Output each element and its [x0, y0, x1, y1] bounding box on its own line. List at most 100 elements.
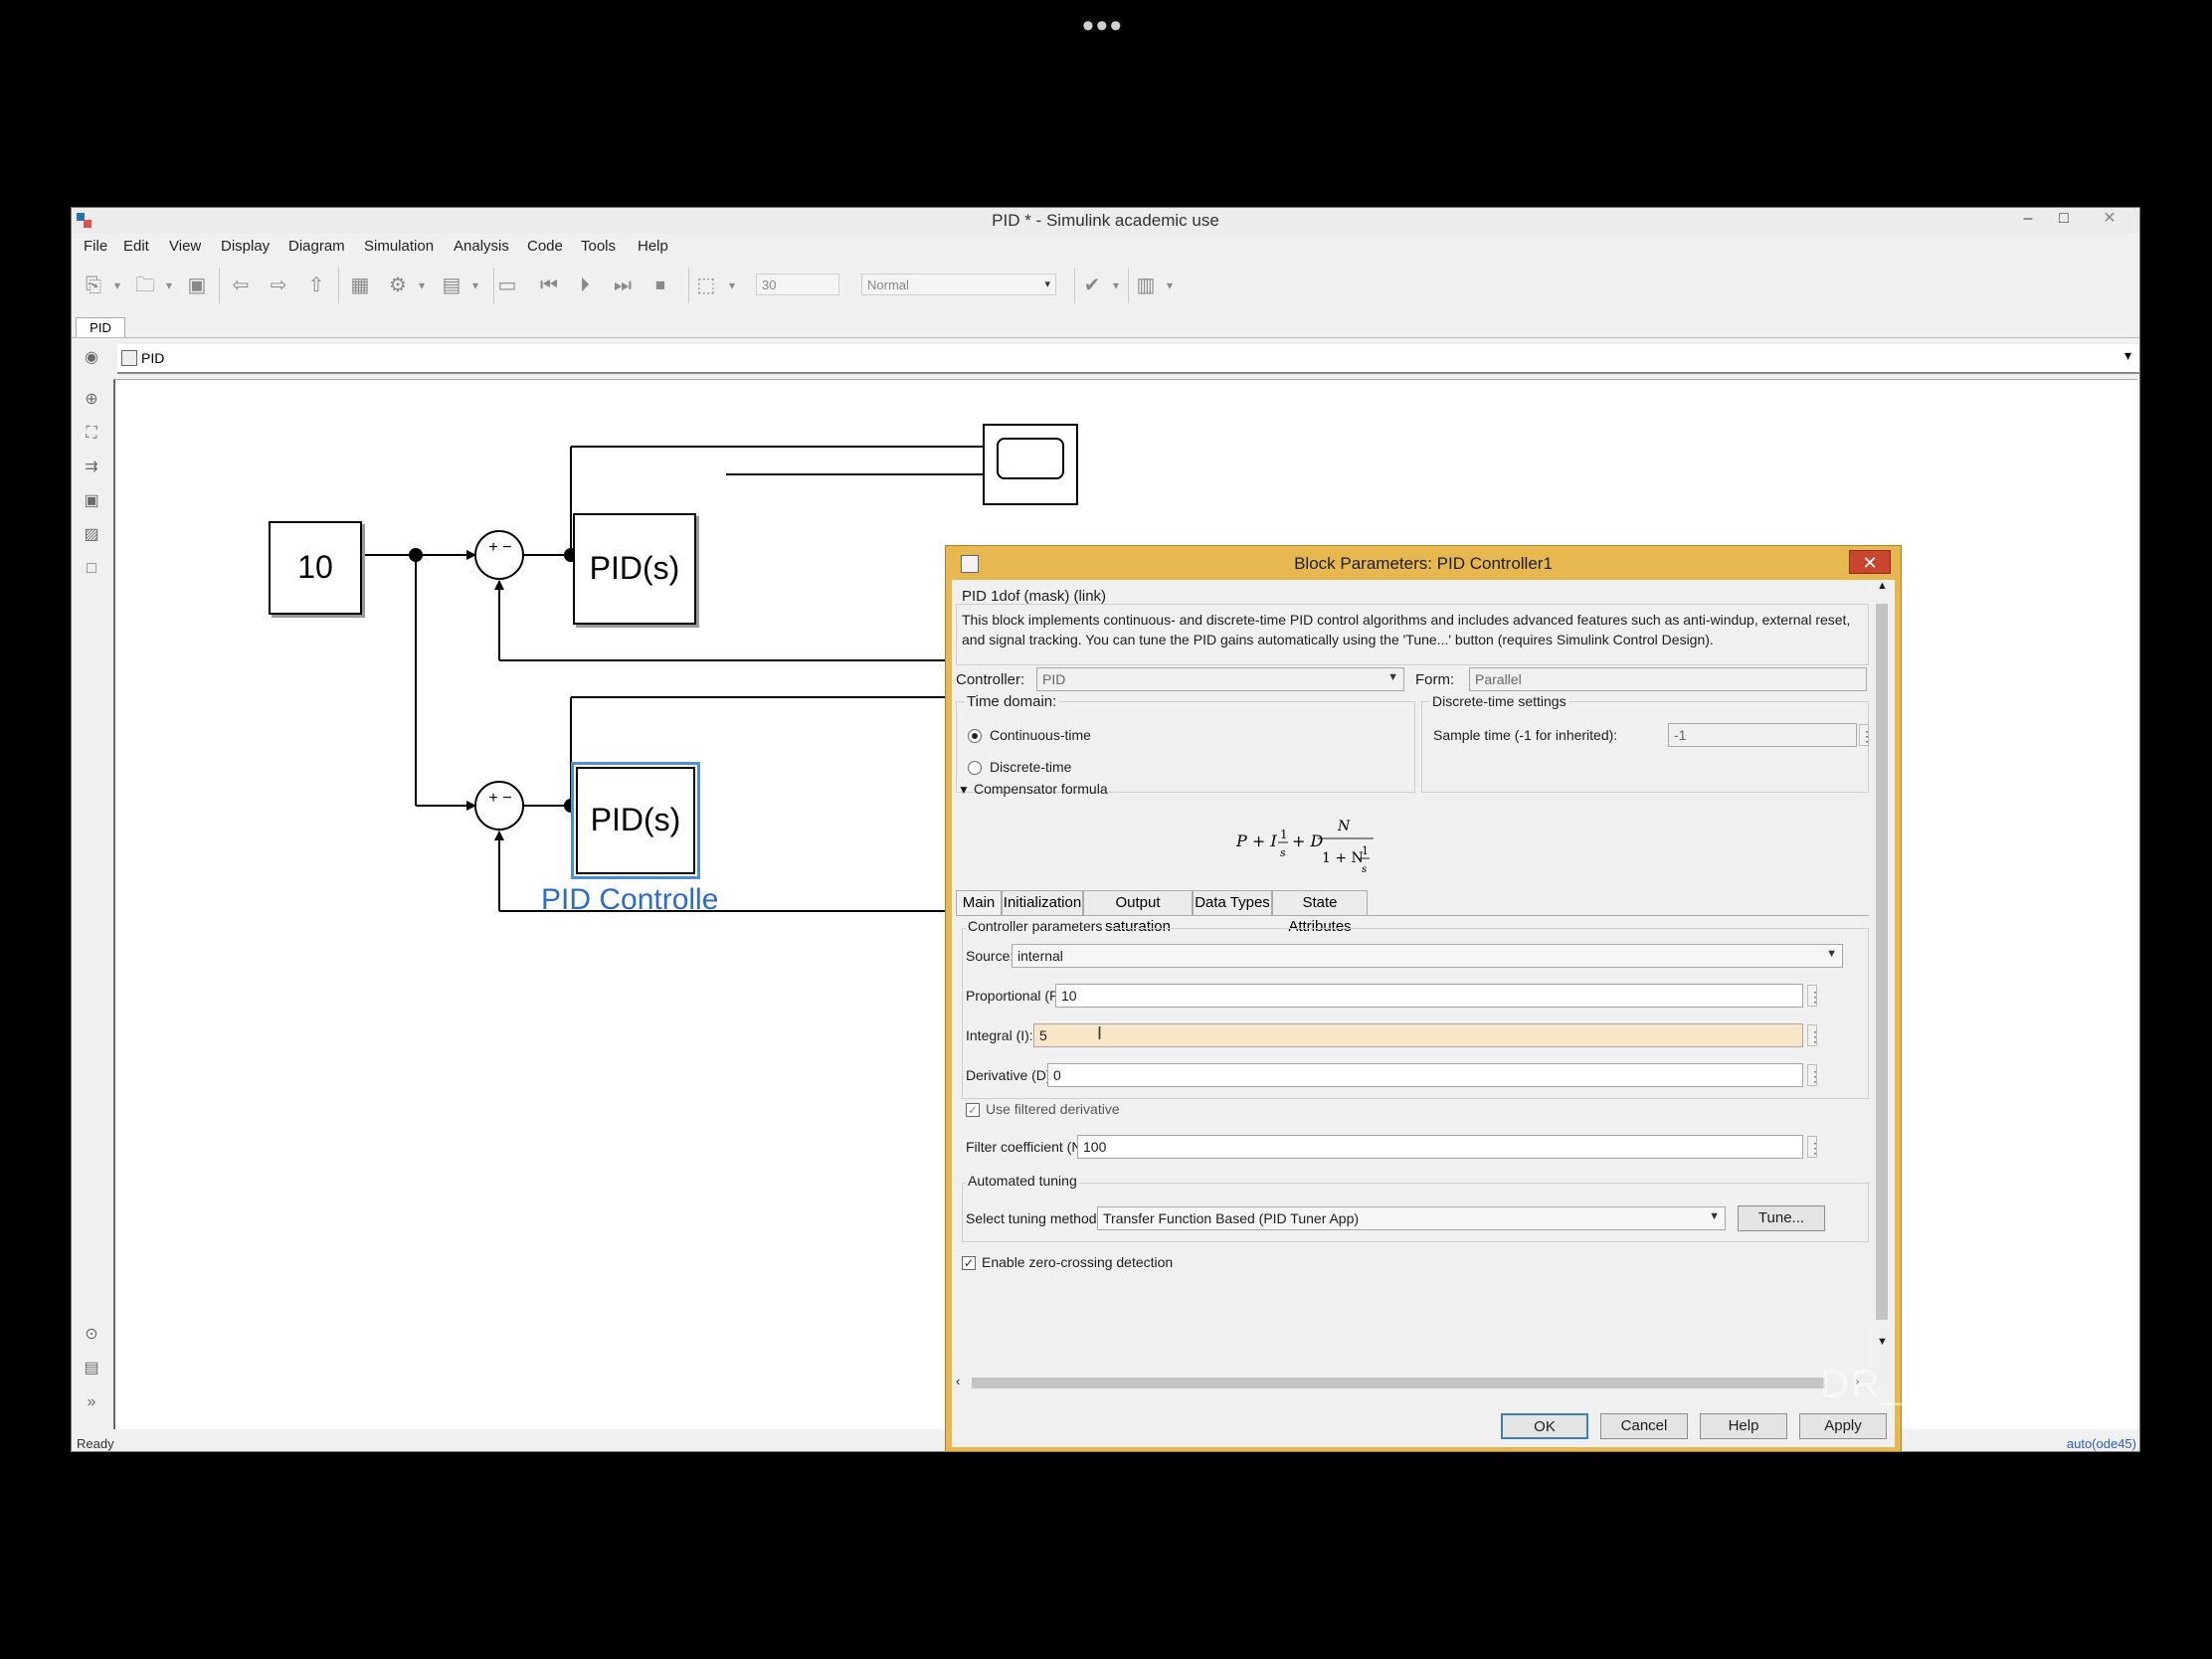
constant-block[interactable]: 10	[269, 521, 362, 615]
menu-help[interactable]: Help	[638, 238, 668, 255]
sample-time-input[interactable]: -1	[1668, 723, 1857, 747]
menu-view[interactable]: View	[169, 238, 202, 255]
scroll-down-icon[interactable]: ▼	[1877, 1336, 1888, 1348]
explorer-dropdown-icon[interactable]: ▾	[471, 278, 479, 292]
apply-button[interactable]: Apply	[1799, 1413, 1887, 1439]
inspector-dropdown-icon[interactable]: ▾	[728, 278, 736, 292]
annotation-icon[interactable]: ▣	[84, 492, 99, 509]
new-dropdown-icon[interactable]: ▾	[113, 278, 121, 292]
expand-icon[interactable]: »	[87, 1393, 96, 1410]
tab-pid[interactable]: PID	[76, 317, 125, 337]
open-dropdown-icon[interactable]: ▾	[165, 278, 173, 292]
model-explorer-icon[interactable]: ▤	[442, 275, 461, 296]
pid-controller-block[interactable]: PID(s)	[573, 513, 696, 625]
zoom-icon[interactable]: ⊕	[85, 391, 98, 408]
model-advisor-icon[interactable]: ✔	[1083, 275, 1101, 296]
menu-display[interactable]: Display	[221, 238, 271, 255]
dialog-close-button[interactable]: ✕	[1849, 550, 1891, 574]
sum-block-2[interactable]	[474, 781, 524, 830]
tab-data-types[interactable]: Data Types	[1193, 890, 1272, 916]
library-browser-icon[interactable]: ▦	[350, 275, 370, 296]
tuning-method-select[interactable]: Transfer Function Based (PID Tuner App)▼	[1097, 1206, 1726, 1230]
integral-menu-icon[interactable]: ⋮	[1807, 1024, 1822, 1046]
step-back-icon[interactable]: ⏮	[540, 275, 558, 296]
simulation-mode-select[interactable]: Normal▾	[861, 274, 1056, 295]
save-icon[interactable]: ▣	[187, 275, 207, 296]
run-icon[interactable]: ⏵	[580, 275, 590, 296]
step-forward-icon[interactable]: ⏭	[614, 275, 632, 296]
hide-explorer-icon[interactable]: ◉	[85, 349, 98, 366]
horizontal-scroll-thumb[interactable]	[972, 1378, 1825, 1388]
minimize-button[interactable]: –	[2023, 210, 2033, 227]
form-select[interactable]: Parallel	[1469, 667, 1867, 691]
help-button[interactable]: Help	[1700, 1413, 1787, 1439]
scroll-left-icon[interactable]: ‹	[956, 1374, 961, 1388]
fit-view-icon[interactable]: ⛶	[86, 425, 97, 442]
tab-state-attributes[interactable]: State Attributes	[1272, 890, 1368, 935]
dialog-body: PID 1dof (mask) (link) This block implem…	[952, 580, 1895, 1447]
menu-code[interactable]: Code	[527, 238, 563, 255]
horizontal-scrollbar[interactable]: ‹ ›	[952, 1374, 1873, 1391]
scroll-up-icon[interactable]: ▲	[1877, 580, 1888, 592]
stop-icon[interactable]: ⏹	[655, 275, 665, 296]
sample-time-menu-icon[interactable]: ⋮	[1859, 724, 1874, 746]
scope-block[interactable]	[983, 424, 1078, 505]
new-model-icon[interactable]: ⎘	[86, 275, 101, 296]
config-dropdown-icon[interactable]: ▾	[418, 278, 426, 292]
advisor-dropdown-icon[interactable]: ▾	[1112, 278, 1120, 292]
proportional-input[interactable]: 10	[1055, 984, 1803, 1008]
menu-file[interactable]: File	[84, 238, 108, 255]
tab-initialization[interactable]: Initialization	[1002, 890, 1083, 916]
menu-edit[interactable]: Edit	[123, 238, 149, 255]
back-icon[interactable]: ⇦	[232, 275, 250, 296]
scroll-right-icon[interactable]: ›	[1855, 1374, 1860, 1388]
menu-tools[interactable]: Tools	[581, 238, 617, 255]
ok-button[interactable]: OK	[1501, 1413, 1588, 1439]
stop-time-input[interactable]: 30	[756, 274, 839, 295]
report-icon[interactable]: ▤	[84, 1360, 99, 1377]
menu-diagram[interactable]: Diagram	[288, 238, 345, 255]
build-icon[interactable]: ▥	[1136, 275, 1156, 296]
record-icon[interactable]: ▭	[497, 275, 517, 296]
vertical-scrollbar[interactable]: ▲ ▼	[1873, 580, 1891, 1389]
restore-button[interactable]: □	[2059, 210, 2069, 227]
model-config-icon[interactable]: ⚙	[389, 275, 407, 296]
data-inspector-icon[interactable]: ⬚	[696, 275, 716, 296]
proportional-menu-icon[interactable]: ⋮	[1807, 985, 1822, 1007]
pid-controller1-block[interactable]: PID(s)	[571, 762, 700, 879]
sum-block-1[interactable]	[474, 530, 524, 580]
filter-coefficient-input[interactable]: 100	[1077, 1135, 1803, 1159]
zero-crossing-checkbox[interactable]: ✓	[962, 1256, 976, 1270]
up-icon[interactable]: ⇧	[307, 275, 325, 296]
menu-simulation[interactable]: Simulation	[364, 238, 435, 255]
solver-status[interactable]: auto(ode45)	[2066, 1436, 2136, 1451]
collapse-triangle-icon[interactable]: ▼	[958, 783, 970, 797]
controller-select[interactable]: PID▼	[1036, 667, 1404, 691]
cancel-button[interactable]: Cancel	[1600, 1413, 1688, 1439]
integral-input[interactable]: 5	[1033, 1023, 1803, 1047]
forward-icon[interactable]: ⇨	[270, 275, 287, 296]
menu-analysis[interactable]: Analysis	[454, 238, 509, 255]
vertical-scroll-thumb[interactable]	[1876, 604, 1888, 1320]
screenshot-icon[interactable]: ⊙	[85, 1326, 98, 1343]
breadcrumb-pid[interactable]: PID	[141, 350, 165, 366]
time-domain-group	[956, 701, 1415, 793]
filter-coefficient-menu-icon[interactable]: ⋮	[1807, 1136, 1822, 1158]
tune-button[interactable]: Tune...	[1738, 1205, 1825, 1231]
derivative-input[interactable]: 0	[1047, 1063, 1803, 1087]
arrow-icon[interactable]: ⇉	[85, 459, 98, 475]
use-filtered-derivative-checkbox[interactable]: ✓	[966, 1103, 980, 1117]
open-icon[interactable]: 🗀	[135, 275, 155, 296]
status-bar: Ready auto(ode45)	[72, 1433, 2139, 1453]
derivative-menu-icon[interactable]: ⋮	[1807, 1064, 1822, 1086]
image-icon[interactable]: ▨	[84, 526, 99, 543]
chevron-down-icon[interactable]: ▾	[2123, 347, 2131, 363]
discrete-time-radio[interactable]	[968, 761, 982, 775]
area-icon[interactable]: □	[87, 560, 96, 577]
build-dropdown-icon[interactable]: ▾	[1166, 278, 1174, 292]
tab-output-saturation[interactable]: Output saturation	[1083, 890, 1193, 935]
tab-main[interactable]: Main	[956, 890, 1002, 916]
source-select[interactable]: internal▼	[1012, 944, 1843, 968]
close-window-button[interactable]: ✕	[2103, 210, 2117, 227]
continuous-time-radio[interactable]	[968, 729, 982, 743]
